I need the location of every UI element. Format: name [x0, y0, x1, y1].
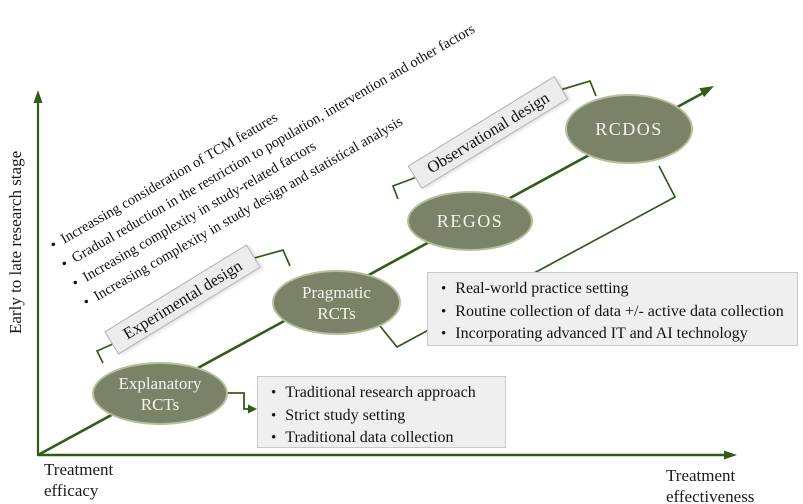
stage-label: RCDOS: [595, 118, 663, 139]
list-item: • Routine collection of data +/- active …: [441, 301, 789, 324]
list-item: • Traditional research approach: [271, 382, 497, 405]
experimental-bracket-right: [250, 248, 291, 267]
callout-text: Incorporating advanced IT and AI technol…: [455, 325, 748, 342]
stage-label: REGOS: [436, 210, 504, 231]
y-axis-label: Early to late research stage: [6, 150, 25, 334]
stage-ellipse-regos: REGOS: [407, 191, 533, 251]
stage-label: Explanatory RCTs: [118, 373, 202, 414]
x-axis-label-efficacy: Treatment efficacy: [44, 460, 114, 500]
x-axis-arrowhead-icon: [724, 450, 737, 460]
bullet-icon: •: [271, 407, 277, 424]
bullet-icon: •: [441, 326, 447, 342]
realworld-callout-box: • Real-world practice setting • Routine …: [427, 272, 798, 346]
callout-text: Routine collection of data +/- active da…: [455, 302, 784, 320]
connector-arrowhead-icon: [248, 404, 257, 414]
traditional-callout-box: • Traditional research approach • Strict…: [257, 376, 506, 448]
observational-bracket-left: [391, 176, 418, 200]
callout-text: Traditional data collection: [285, 429, 454, 446]
y-axis-arrowhead-icon: [33, 90, 43, 103]
bullet-icon: •: [441, 303, 447, 320]
bullet-icon: •: [271, 385, 277, 401]
bullet-icon: •: [441, 281, 447, 297]
callout-text: Real-world practice setting: [455, 280, 629, 297]
x-axis-label-effectiveness: Treatment effectiveness: [666, 466, 755, 504]
observational-bracket-right: [559, 79, 597, 97]
diagonal-arrowhead-icon: [699, 86, 714, 98]
bullet-icon: •: [271, 430, 277, 446]
callout-text: Strict study setting: [285, 406, 406, 424]
list-item: • Strict study setting: [271, 405, 497, 428]
experimental-bracket-left: [95, 342, 116, 364]
stage-ellipse-explanatory-rcts: Explanatory RCTs: [92, 362, 228, 425]
stage-ellipse-rcdos: RCDOS: [565, 94, 693, 164]
list-item: • Real-world practice setting: [441, 278, 789, 301]
explanatory-to-callout-connector: [224, 392, 249, 410]
callout-text: Traditional research approach: [285, 384, 476, 401]
list-item: • Traditional data collection: [271, 427, 497, 450]
stage-ellipse-pragmatic-rcts: Pragmatic RCTs: [272, 270, 401, 335]
list-item: • Incorporating advanced IT and AI techn…: [441, 323, 789, 346]
stage-label: Pragmatic RCTs: [302, 282, 371, 323]
